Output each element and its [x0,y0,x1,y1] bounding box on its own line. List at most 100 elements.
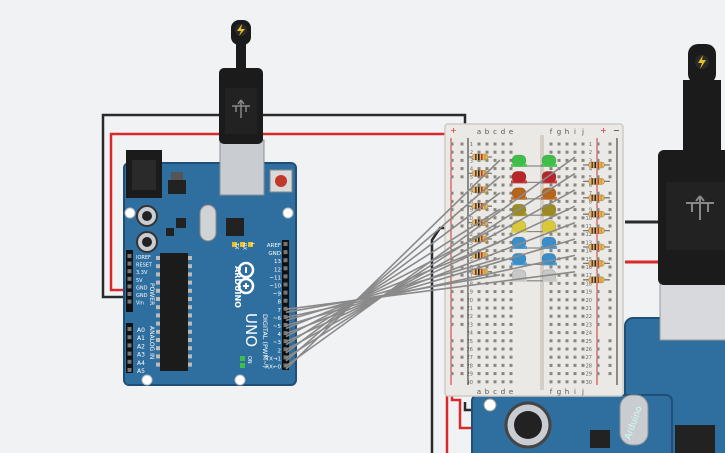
digital-pin-hole[interactable] [283,306,288,311]
row-label: 18 [586,281,592,287]
breadboard-holes [450,142,612,384]
signal-wire-left[interactable] [285,274,501,314]
row-label: 17 [586,273,592,279]
analog-pin-label: A1 [137,335,145,342]
row-label: 2 [589,150,592,156]
row-label: 25 [467,339,473,345]
analog-pin-label: A2 [137,343,145,350]
signal-wire-right[interactable] [285,172,576,359]
digital-pin-hole[interactable] [283,298,288,303]
row-label: 12 [586,232,592,238]
row-label: 30 [586,380,592,386]
analog-pin-hole[interactable] [127,343,132,348]
digital-pin-hole[interactable] [283,266,288,271]
row-label: 26 [586,347,592,353]
column-label: i [574,128,576,136]
column-label: e [509,128,513,136]
digital-pin-hole[interactable] [283,290,288,295]
digital-pin-hole[interactable] [283,339,288,344]
column-label: g [557,388,561,396]
analog-pin-hole[interactable] [127,368,132,372]
usb-plug-icon [232,99,250,118]
digital-label: DIGITAL (PWM~) [261,314,269,368]
gnd-wire[interactable] [101,113,467,299]
digital-pin-hole[interactable] [283,331,288,336]
analog-pin-hole[interactable] [127,335,132,340]
digital-pin-label: 13 [274,259,281,265]
column-label: j [581,388,584,396]
rx-label: RX [241,243,247,250]
analog-pin-hole[interactable] [127,351,132,356]
arduino-uno[interactable]: ARDUINO UNO DIGITAL (PWM~) POWER ANALOG … [123,139,297,386]
power-pin-hole[interactable] [127,284,132,289]
row-label: 4 [589,167,592,173]
signal-wire-right[interactable] [285,238,576,327]
digital-pin-label: ~11 [269,275,281,281]
row-label: 25 [586,339,592,345]
digital-pin-hole[interactable] [283,242,288,246]
digital-pin-hole[interactable] [283,274,288,279]
row-label: 27 [467,355,473,361]
signal-wire-left[interactable] [285,192,501,354]
usb-cable-1[interactable] [219,20,263,144]
row-label: 13 [467,240,473,246]
digital-pin-hole[interactable] [283,250,288,255]
row-label: 10 [586,216,592,222]
column-label: c [493,388,497,396]
digital-pin-label: 7 [278,308,282,314]
power-pin-label: IOREF [136,255,151,261]
5v-wire[interactable] [109,132,455,292]
row-label: 11 [467,224,473,230]
analog-pin-hole[interactable] [127,359,132,364]
row-label: 16 [467,265,473,271]
row-label: 29 [467,372,473,378]
usb-cable-2[interactable] [658,44,725,285]
power-pin-hole[interactable] [127,261,132,266]
analog-pin-hole[interactable] [127,327,132,331]
digital-pin-label: TX→1 [265,356,281,362]
row-label: 16 [586,265,592,271]
digital-pin-hole[interactable] [283,323,288,327]
column-label: i [574,388,576,396]
power-pin-hole[interactable] [127,269,132,274]
power-pin-hole[interactable] [127,299,132,304]
row-label: 30 [467,380,473,386]
row-label: 3 [470,158,473,164]
row-label: 9 [470,208,473,214]
digital-pin-hole[interactable] [283,314,288,319]
column-label: a [477,388,481,396]
row-label: 5 [470,175,473,181]
digital-pin-label: ~10 [269,284,281,290]
signal-wire-left[interactable] [285,224,501,338]
row-label: 18 [467,281,473,287]
row-label: 6 [470,183,473,189]
row-label: 15 [586,257,592,263]
column-label: h [565,128,569,136]
digital-pin-label: ~6 [273,316,282,322]
power-pin-hole[interactable] [127,254,132,258]
row-label: 1 [589,142,592,148]
digital-pin-hole[interactable] [283,258,288,263]
signal-wire-right[interactable] [285,271,576,311]
row-label: 21 [467,306,473,312]
analog-pin-label: A5 [137,368,145,375]
power-pin-hole[interactable] [127,276,132,281]
arduino-logo [237,261,255,295]
row-label: 23 [467,322,473,328]
digital-pin-hole[interactable] [283,355,288,360]
row-label: 24 [467,331,473,337]
signal-wire-left[interactable] [285,208,501,346]
digital-pin-hole[interactable] [283,282,288,287]
digital-pin-hole[interactable] [283,363,288,368]
row-label: 13 [586,240,592,246]
signal-wire-left[interactable] [285,159,501,370]
column-label: d [501,388,505,396]
tx-label: TX [233,242,239,250]
digital-pin-hole[interactable] [283,347,288,352]
power-pin-hole[interactable] [127,292,132,296]
signal-wire-right[interactable] [285,205,576,343]
second-arduino[interactable]: Arduino [471,279,725,453]
